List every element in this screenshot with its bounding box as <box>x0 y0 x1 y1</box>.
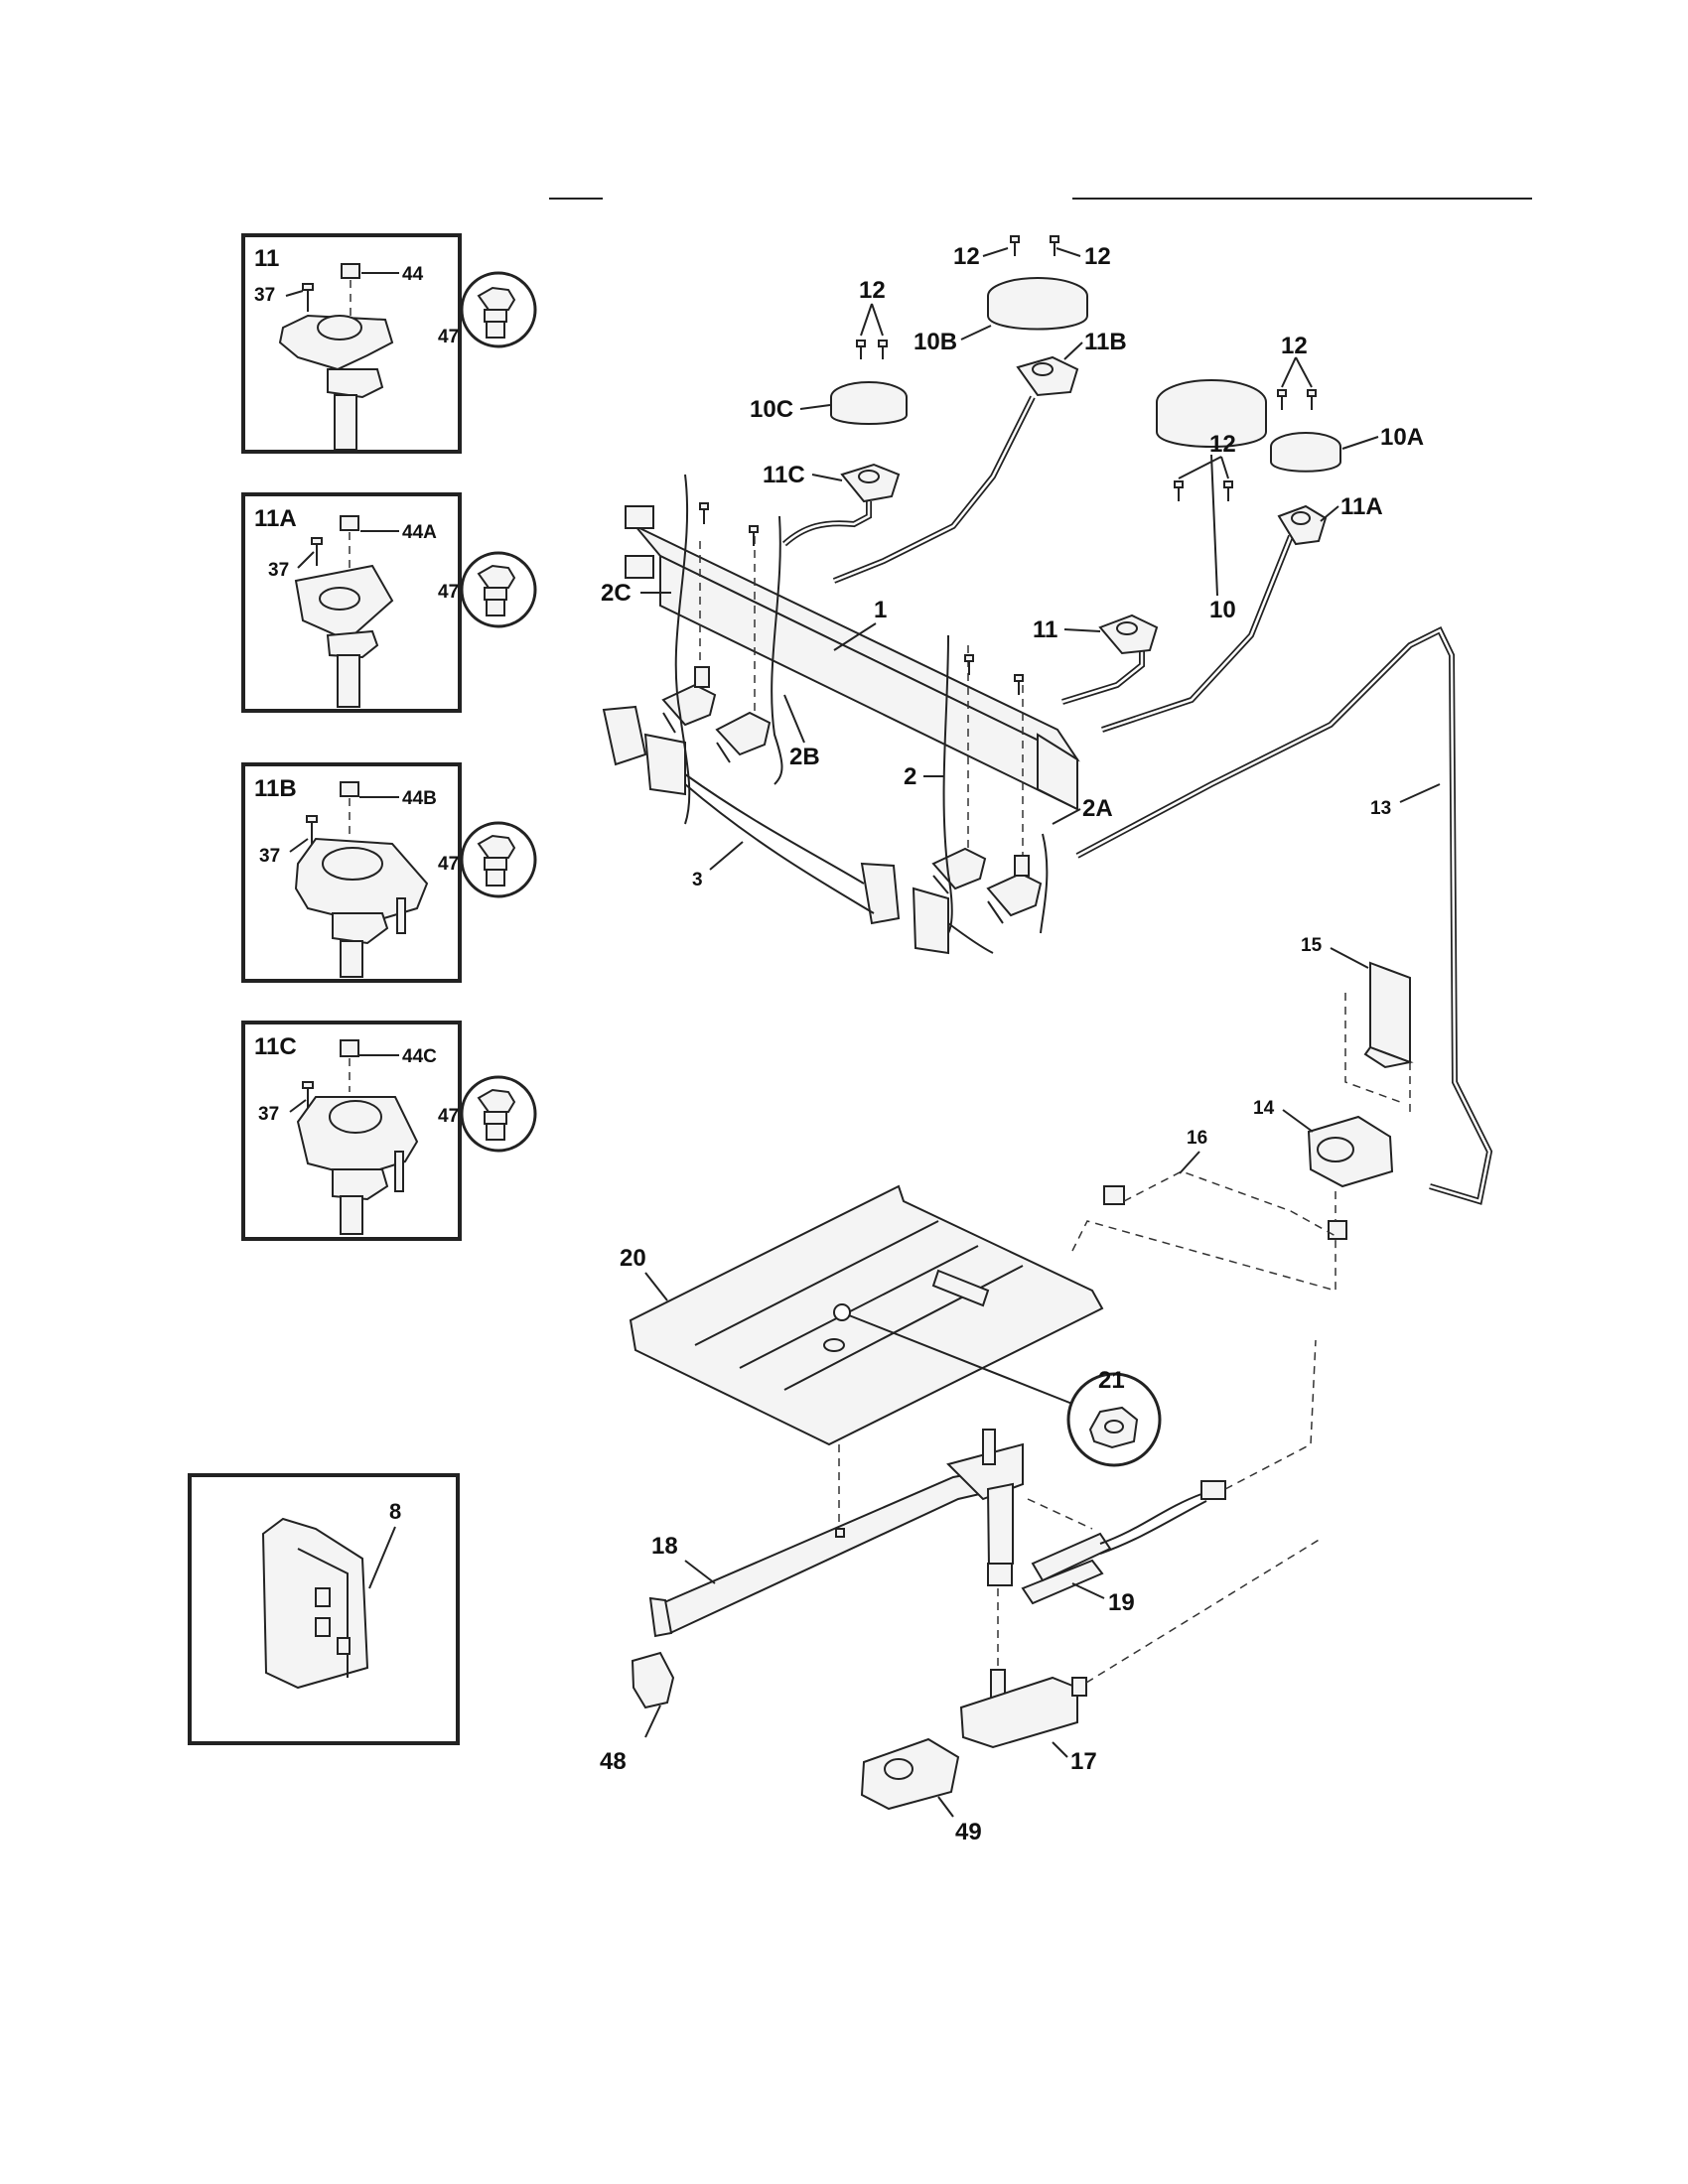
orifice-icon <box>477 834 516 887</box>
callout-21: 21 <box>1098 1367 1125 1394</box>
callout-10: 10 <box>1209 597 1236 623</box>
heat-shield-part <box>629 1184 1104 1446</box>
manifold-part <box>625 505 1080 811</box>
callout-15: 15 <box>1301 935 1323 956</box>
burner-head-part <box>830 277 1341 473</box>
inset-11c-title: 11C <box>254 1033 297 1060</box>
screw-icon <box>302 283 314 312</box>
callout-49: 49 <box>955 1819 982 1845</box>
callout-2a: 2A <box>1082 795 1113 822</box>
spark-module-icon <box>261 1517 369 1690</box>
inset-11-screw-label: 37 <box>254 285 275 306</box>
inset-11b: 11B 37 44B 47 <box>241 762 537 983</box>
orifice-icon <box>477 1088 516 1141</box>
oven-burner-part <box>648 1429 1024 1638</box>
callout-14: 14 <box>1253 1098 1275 1119</box>
burner-base-part <box>840 355 1328 655</box>
screw-icon <box>302 1081 314 1108</box>
callout-10a: 10A <box>1380 424 1424 451</box>
bracket-clip-part <box>631 1651 675 1738</box>
callout-19: 19 <box>1108 1589 1135 1616</box>
insulator-part <box>860 1737 960 1818</box>
callout-2b: 2B <box>789 744 820 770</box>
inset-11c-screw-label: 37 <box>258 1104 279 1125</box>
inset-11a-screw-label: 37 <box>268 560 289 581</box>
regulator-part <box>1071 1115 1394 1292</box>
regulator-bracket-part <box>1344 961 1414 1112</box>
burner-head-icon <box>278 263 394 451</box>
inset-11b-cap-label: 44B <box>402 788 437 809</box>
callout-48: 48 <box>600 1748 627 1775</box>
inset-11b-orifice-label: 47 <box>438 854 459 875</box>
callout-20: 20 <box>620 1245 646 1272</box>
callout-18: 18 <box>651 1533 678 1560</box>
screw-icon <box>306 815 318 844</box>
callout-11c: 11C <box>763 462 805 488</box>
inset-11: 11 37 44 47 <box>241 233 537 454</box>
burner-assembly: 12 12 12 12 12 10B 11B 10C 11C 10A <box>600 235 1493 1845</box>
inset-11a-title: 11A <box>254 505 297 532</box>
callouts: 12 12 12 12 12 10B 11B 10C 11C 10A <box>600 243 1441 1845</box>
nut-part <box>848 1314 1162 1467</box>
inset-11b-title: 11B <box>254 775 297 802</box>
inset-11a-orifice-label: 47 <box>438 582 459 603</box>
burner-head-icon <box>294 781 429 978</box>
inset-11a: 11A 37 44A 47 <box>241 492 537 713</box>
callout-16: 16 <box>1187 1128 1207 1149</box>
callout-2: 2 <box>904 763 916 790</box>
callout-11: 11 <box>1033 616 1057 643</box>
orifice-icon <box>477 286 516 339</box>
callout-11a: 11A <box>1340 493 1383 520</box>
inset-8-label: 8 <box>389 1499 401 1524</box>
callout-17: 17 <box>1070 1748 1097 1775</box>
inset-11c: 11C 37 44C 47 <box>241 1021 537 1241</box>
burner-head-icon <box>294 515 394 708</box>
inset-11a-cap-label: 44A <box>402 522 437 543</box>
callout-13: 13 <box>1370 798 1391 819</box>
callout-11b: 11B <box>1084 329 1127 355</box>
inset-11c-orifice-label: 47 <box>438 1106 459 1127</box>
callout-12: 12 <box>1281 333 1308 359</box>
inset-11-cap-label: 44 <box>402 264 424 285</box>
inset-11b-screw-label: 37 <box>259 846 280 867</box>
screw-icon <box>856 235 1317 501</box>
inset-11-title: 11 <box>254 245 279 272</box>
orifice-icon <box>477 564 516 616</box>
callout-12: 12 <box>859 277 886 304</box>
callout-12: 12 <box>1084 243 1111 270</box>
inset-8: 8 <box>188 1473 460 1745</box>
callout-2c: 2C <box>601 580 632 607</box>
callout-1: 1 <box>874 597 887 623</box>
callout-3: 3 <box>692 870 703 890</box>
igniter-part <box>1021 1339 1317 1605</box>
screw-icon <box>699 502 1024 695</box>
oven-valve-part <box>959 1538 1322 1758</box>
burner-head-icon <box>296 1039 419 1235</box>
callout-12: 12 <box>1209 431 1236 458</box>
bracket-part <box>602 705 994 955</box>
inset-11c-cap-label: 44C <box>402 1046 437 1067</box>
callout-10b: 10B <box>914 329 957 355</box>
screw-icon <box>311 537 323 566</box>
callout-12: 12 <box>953 243 980 270</box>
gas-tube-part <box>781 395 1493 1205</box>
ignitor-wire-part <box>674 474 1049 934</box>
inset-11-orifice-label: 47 <box>438 327 459 347</box>
callout-10c: 10C <box>750 396 793 423</box>
